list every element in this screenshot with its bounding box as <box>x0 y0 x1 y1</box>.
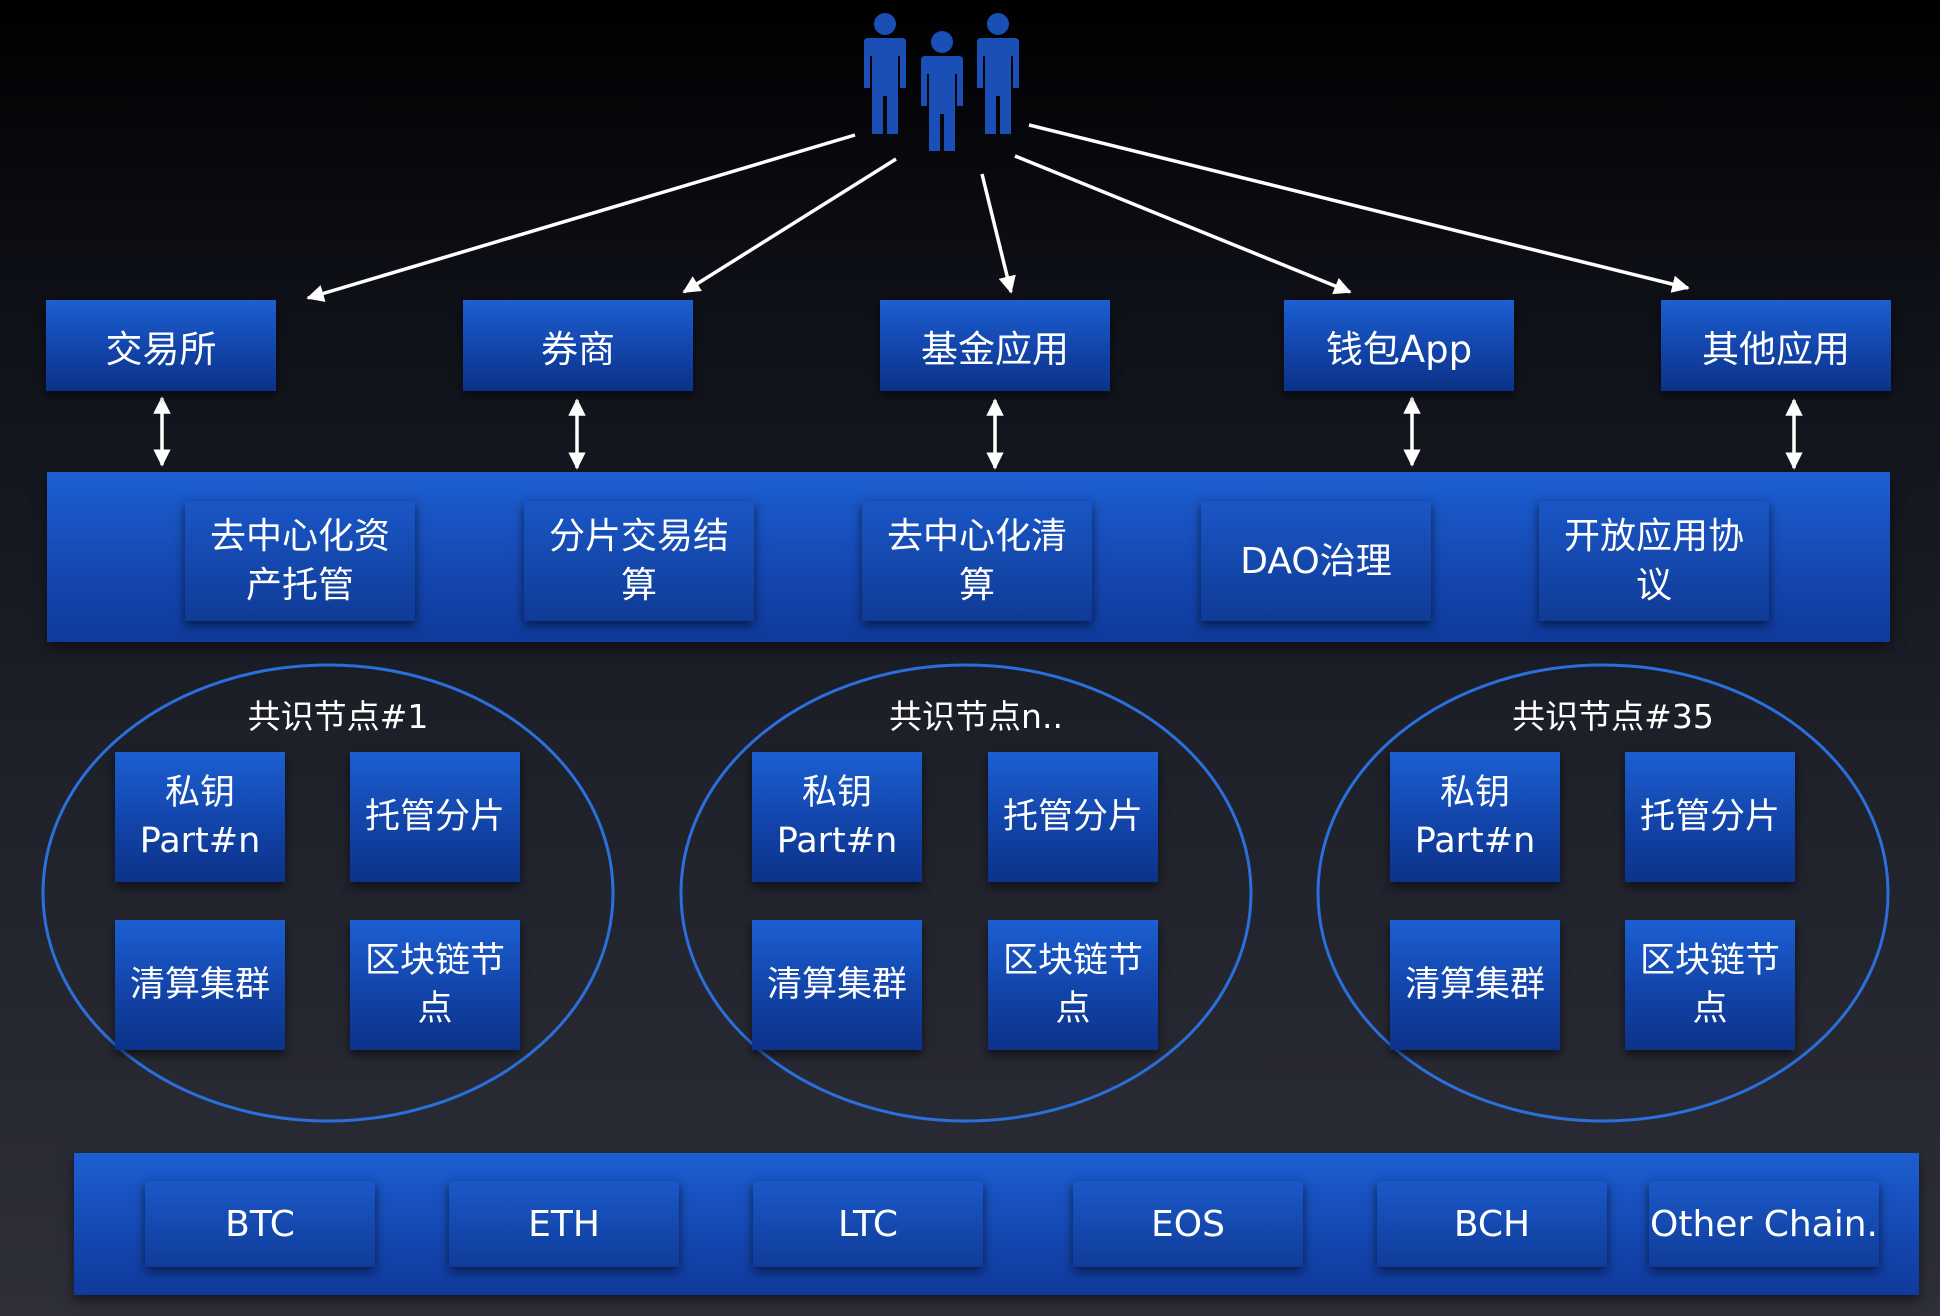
node-3-blockchain-node[interactable]: 区块链节点 <box>1625 920 1795 1050</box>
node-3-custody-shard[interactable]: 托管分片 <box>1625 752 1795 882</box>
consensus-node-ellipse-3 <box>1316 663 1890 1123</box>
chain-other-label: Other Chain. <box>1650 1203 1878 1245</box>
chain-ltc[interactable]: LTC <box>753 1181 983 1267</box>
node-2-custody-shard[interactable]: 托管分片 <box>988 752 1158 882</box>
node-1-private-key-label: 私钥Part#n <box>139 773 261 861</box>
service-shard-settlement-label: 分片交易结算 <box>548 516 729 606</box>
chain-btc[interactable]: BTC <box>145 1181 375 1267</box>
service-dao-governance-label: DAO治理 <box>1240 540 1392 582</box>
chain-btc-label: BTC <box>225 1203 295 1245</box>
consensus-node-ellipse-2 <box>679 663 1253 1123</box>
service-decentralized-clearing[interactable]: 去中心化清算 <box>862 501 1092 621</box>
app-exchange[interactable]: 交易所 <box>46 300 276 391</box>
arrow-users-to-exchange <box>306 133 856 302</box>
consensus-node-title-2: 共识节点n.. <box>889 697 1063 736</box>
service-decentralized-custody[interactable]: 去中心化资产托管 <box>185 501 415 621</box>
service-shard-settlement[interactable]: 分片交易结算 <box>524 501 754 621</box>
consensus-node-title-3: 共识节点#35 <box>1512 697 1714 736</box>
consensus-node-title-1: 共识节点#1 <box>247 697 429 736</box>
consensus-node-ellipse-1 <box>41 663 615 1123</box>
node-2-private-key[interactable]: 私钥Part#n <box>752 752 922 882</box>
service-decentralized-custody-label: 去中心化资产托管 <box>209 516 390 606</box>
node-1-blockchain-node[interactable]: 区块链节点 <box>350 920 520 1050</box>
app-exchange-label: 交易所 <box>105 327 217 371</box>
chain-layer-band <box>74 1153 1919 1295</box>
node-2-private-key-label: 私钥Part#n <box>776 773 898 861</box>
node-3-private-key-label: 私钥Part#n <box>1414 773 1536 861</box>
node-2-blockchain-node[interactable]: 区块链节点 <box>988 920 1158 1050</box>
chain-bch-label: BCH <box>1453 1203 1531 1245</box>
node-3-clearing-cluster[interactable]: 清算集群 <box>1390 920 1560 1050</box>
node-1-clearing-cluster-label: 清算集群 <box>129 965 270 1005</box>
chain-eth[interactable]: ETH <box>449 1181 679 1267</box>
node-1-blockchain-node-label: 区块链节点 <box>364 941 505 1029</box>
node-1-custody-shard-label: 托管分片 <box>364 797 505 837</box>
chain-eth-label: ETH <box>528 1203 600 1245</box>
node-2-blockchain-node-label: 区块链节点 <box>1002 941 1143 1029</box>
arrow-users-to-fund-app <box>980 173 1016 294</box>
arrow-users-to-broker <box>682 157 897 294</box>
service-decentralized-clearing-label: 去中心化清算 <box>886 516 1067 606</box>
service-open-app-protocol-label: 开放应用协议 <box>1563 516 1744 606</box>
node-2-custody-shard-label: 托管分片 <box>1002 797 1143 837</box>
node-1-clearing-cluster[interactable]: 清算集群 <box>115 920 285 1050</box>
node-2-clearing-cluster-label: 清算集群 <box>766 965 907 1005</box>
chain-bch[interactable]: BCH <box>1377 1181 1607 1267</box>
chain-eos[interactable]: EOS <box>1073 1181 1303 1267</box>
node-3-clearing-cluster-label: 清算集群 <box>1404 965 1545 1005</box>
app-other-label: 其他应用 <box>1702 327 1850 371</box>
node-3-custody-shard-label: 托管分片 <box>1639 797 1780 837</box>
app-broker[interactable]: 券商 <box>463 300 693 391</box>
app-broker-label: 券商 <box>541 327 615 371</box>
arrow-users-to-wallet-app <box>1014 154 1352 295</box>
service-dao-governance[interactable]: DAO治理 <box>1201 501 1431 621</box>
app-fund-label: 基金应用 <box>921 327 1069 371</box>
app-fund[interactable]: 基金应用 <box>880 300 1110 391</box>
app-wallet[interactable]: 钱包App <box>1284 300 1514 391</box>
chain-eos-label: EOS <box>1151 1203 1225 1245</box>
node-3-private-key[interactable]: 私钥Part#n <box>1390 752 1560 882</box>
chain-other[interactable]: Other Chain. <box>1649 1181 1879 1267</box>
node-3-blockchain-node-label: 区块链节点 <box>1639 941 1780 1029</box>
service-open-app-protocol[interactable]: 开放应用协议 <box>1539 501 1769 621</box>
node-1-custody-shard[interactable]: 托管分片 <box>350 752 520 882</box>
chain-ltc-label: LTC <box>837 1203 899 1245</box>
arrow-users-to-other-apps <box>1028 123 1690 293</box>
app-wallet-label: 钱包App <box>1325 327 1473 371</box>
users-icon <box>864 13 1019 151</box>
node-2-clearing-cluster[interactable]: 清算集群 <box>752 920 922 1050</box>
node-1-private-key[interactable]: 私钥Part#n <box>115 752 285 882</box>
app-other[interactable]: 其他应用 <box>1661 300 1891 391</box>
